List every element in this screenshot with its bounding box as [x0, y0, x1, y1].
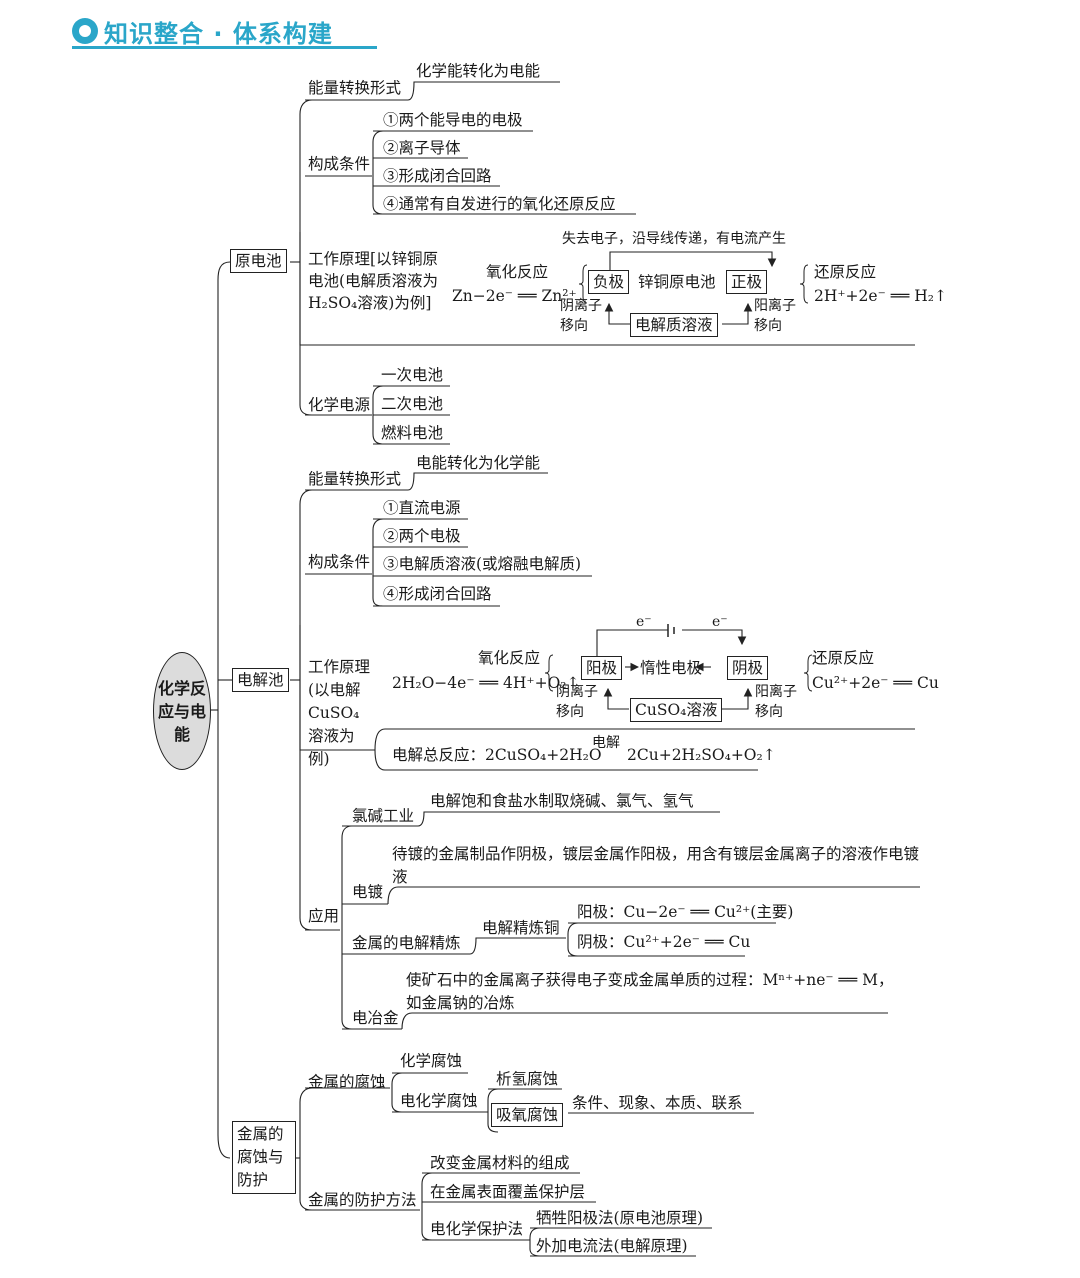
electrolytic-principle-label: 工作原理(以电解CuSO₄溶液为例): [308, 658, 371, 768]
application-label: 应用: [308, 907, 340, 925]
total-reaction-products: 2Cu+2H₂SO₄+O₂↑: [627, 746, 776, 764]
total-reaction-condition: 电解: [592, 735, 620, 751]
refining-anode-equation: 阳极：Cu−2e⁻ ══ Cu²⁺(主要): [577, 903, 794, 921]
electrometallurgy-value: 使矿石中的金属离子获得电子变成金属单质的过程：Mⁿ⁺+ne⁻ ══ M，如金属钠…: [406, 971, 894, 1012]
protection-method-2: 在金属表面覆盖保护层: [430, 1183, 586, 1201]
electrolytic-condition-1: ①直流电源: [383, 499, 461, 517]
electrolytic-cation-migration: 阳离子移向: [755, 684, 797, 720]
galvanic-condition-4: ④通常有自发进行的氧化还原反应: [383, 195, 616, 213]
electrolytic-condition-3: ③电解质溶液(或熔融电解质): [383, 555, 582, 573]
section-title: 知识整合 · 体系构建: [104, 19, 333, 48]
chlor-alkali-label: 氯碱工业: [352, 807, 415, 825]
metal-protection-label: 金属的防护方法: [308, 1191, 417, 1209]
electrolytic-oxidation-label: 氧化反应: [478, 649, 541, 667]
secondary-battery: 二次电池: [381, 395, 444, 413]
inert-electrode: 惰性电极: [640, 659, 703, 677]
impressed-current-method: 外加电流法(电解原理): [536, 1237, 688, 1255]
galvanic-oxidation-label: 氧化反应: [486, 263, 549, 281]
refining-cathode-equation: 阴极：Cu²⁺+2e⁻ ══ Cu: [577, 933, 751, 951]
positive-electrode-box: 正极: [726, 270, 768, 294]
primary-battery: 一次电池: [381, 366, 444, 384]
electron-flow-right: e⁻: [712, 614, 728, 630]
galvanic-cell-center: 锌铜原电池: [638, 273, 716, 291]
hydrogen-evolution-corrosion: 析氢腐蚀: [496, 1070, 559, 1088]
galvanic-condition-3: ③形成闭合回路: [383, 167, 492, 185]
electrolytic-oxidation-equation: 2H₂O−4e⁻ ══ 4H⁺+O₂↑: [392, 674, 580, 692]
chemical-source-label: 化学电源: [308, 396, 371, 414]
sacrificial-anode-method: 牺牲阳极法(原电池原理): [536, 1209, 704, 1227]
electrolytic-condition-4: ④形成闭合回路: [383, 585, 492, 603]
electrolytic-energy-label: 能量转换形式: [308, 470, 402, 488]
electrolytic-reduction-equation: Cu²⁺+2e⁻ ══ Cu: [812, 674, 939, 692]
section-header: 知识整合 · 体系构建: [72, 12, 333, 50]
electrorefining-label: 金属的电解精炼: [352, 934, 461, 952]
galvanic-condition-2: ②离子导体: [383, 139, 461, 157]
electrochemical-corrosion: 电化学腐蚀: [400, 1092, 478, 1110]
galvanic-condition-1: ①两个能导电的电极: [383, 111, 523, 129]
copper-refining-label: 电解精炼铜: [482, 919, 560, 937]
galvanic-oxidation-equation: Zn−2e⁻ ══ Zn²⁺: [452, 287, 577, 305]
galvanic-energy-value: 化学能转化为电能: [416, 62, 541, 80]
root-topic: 化学反应与电能: [153, 652, 211, 770]
galvanic-reduction-equation: 2H⁺+2e⁻ ══ H₂↑: [814, 287, 947, 305]
galvanic-energy-label: 能量转换形式: [308, 79, 402, 97]
chemical-corrosion: 化学腐蚀: [400, 1052, 463, 1070]
electrolytic-conditions-label: 构成条件: [308, 553, 371, 571]
header-underline: [72, 46, 377, 49]
galvanic-electron-note: 失去电子，沿导线传递，有电流产生: [562, 231, 786, 247]
galvanic-principle-label: 工作原理[以锌铜原电池(电解质溶液为H₂SO₄溶液)为例]: [308, 250, 439, 312]
metal-corrosion-label: 金属的腐蚀: [308, 1073, 386, 1091]
electrochemical-protection: 电化学保护法: [430, 1220, 524, 1238]
electrometallurgy-label: 电冶金: [352, 1009, 399, 1027]
electrolytic-cell-node: 电解池: [232, 668, 289, 692]
galvanic-cell-node: 原电池: [230, 249, 287, 273]
cathode-box: 阴极: [727, 656, 769, 680]
anode-box: 阳极: [581, 656, 623, 680]
negative-electrode-box: 负极: [588, 270, 630, 294]
protection-method-1: 改变金属材料的组成: [430, 1154, 570, 1172]
electrolytic-anion-migration: 阴离子移向: [556, 684, 598, 720]
electrolytic-energy-value: 电能转化为化学能: [416, 454, 541, 472]
electrolytic-condition-2: ②两个电极: [383, 527, 461, 545]
electroplating-value: 待镀的金属制品作阴极，镀层金属作阳极，用含有镀层金属离子的溶液作电镀液: [392, 845, 920, 886]
total-reaction-label: 电解总反应：2CuSO₄+2H₂O: [392, 746, 602, 764]
galvanic-cation-migration: 阳离子移向: [754, 298, 796, 334]
electron-flow-left: e⁻: [636, 614, 652, 630]
electroplating-label: 电镀: [352, 883, 384, 901]
oxygen-absorption-corrosion: 吸氧腐蚀: [491, 1103, 564, 1127]
electrolytic-reduction-label: 还原反应: [812, 649, 875, 667]
fuel-cell: 燃料电池: [381, 424, 444, 442]
galvanic-reduction-label: 还原反应: [814, 263, 877, 281]
corrosion-protection-node: 金属的腐蚀与防护: [232, 1121, 296, 1194]
galvanic-anion-migration: 阴离子移向: [560, 298, 602, 334]
galvanic-conditions-label: 构成条件: [308, 155, 371, 173]
chlor-alkali-value: 电解饱和食盐水制取烧碱、氯气、氢气: [430, 792, 694, 810]
arrow-circle-icon: [72, 18, 98, 44]
corrosion-comparison: 条件、现象、本质、联系: [572, 1094, 743, 1112]
galvanic-electrolyte-box: 电解质溶液: [630, 313, 718, 337]
cuso4-solution-box: CuSO₄溶液: [630, 698, 723, 722]
